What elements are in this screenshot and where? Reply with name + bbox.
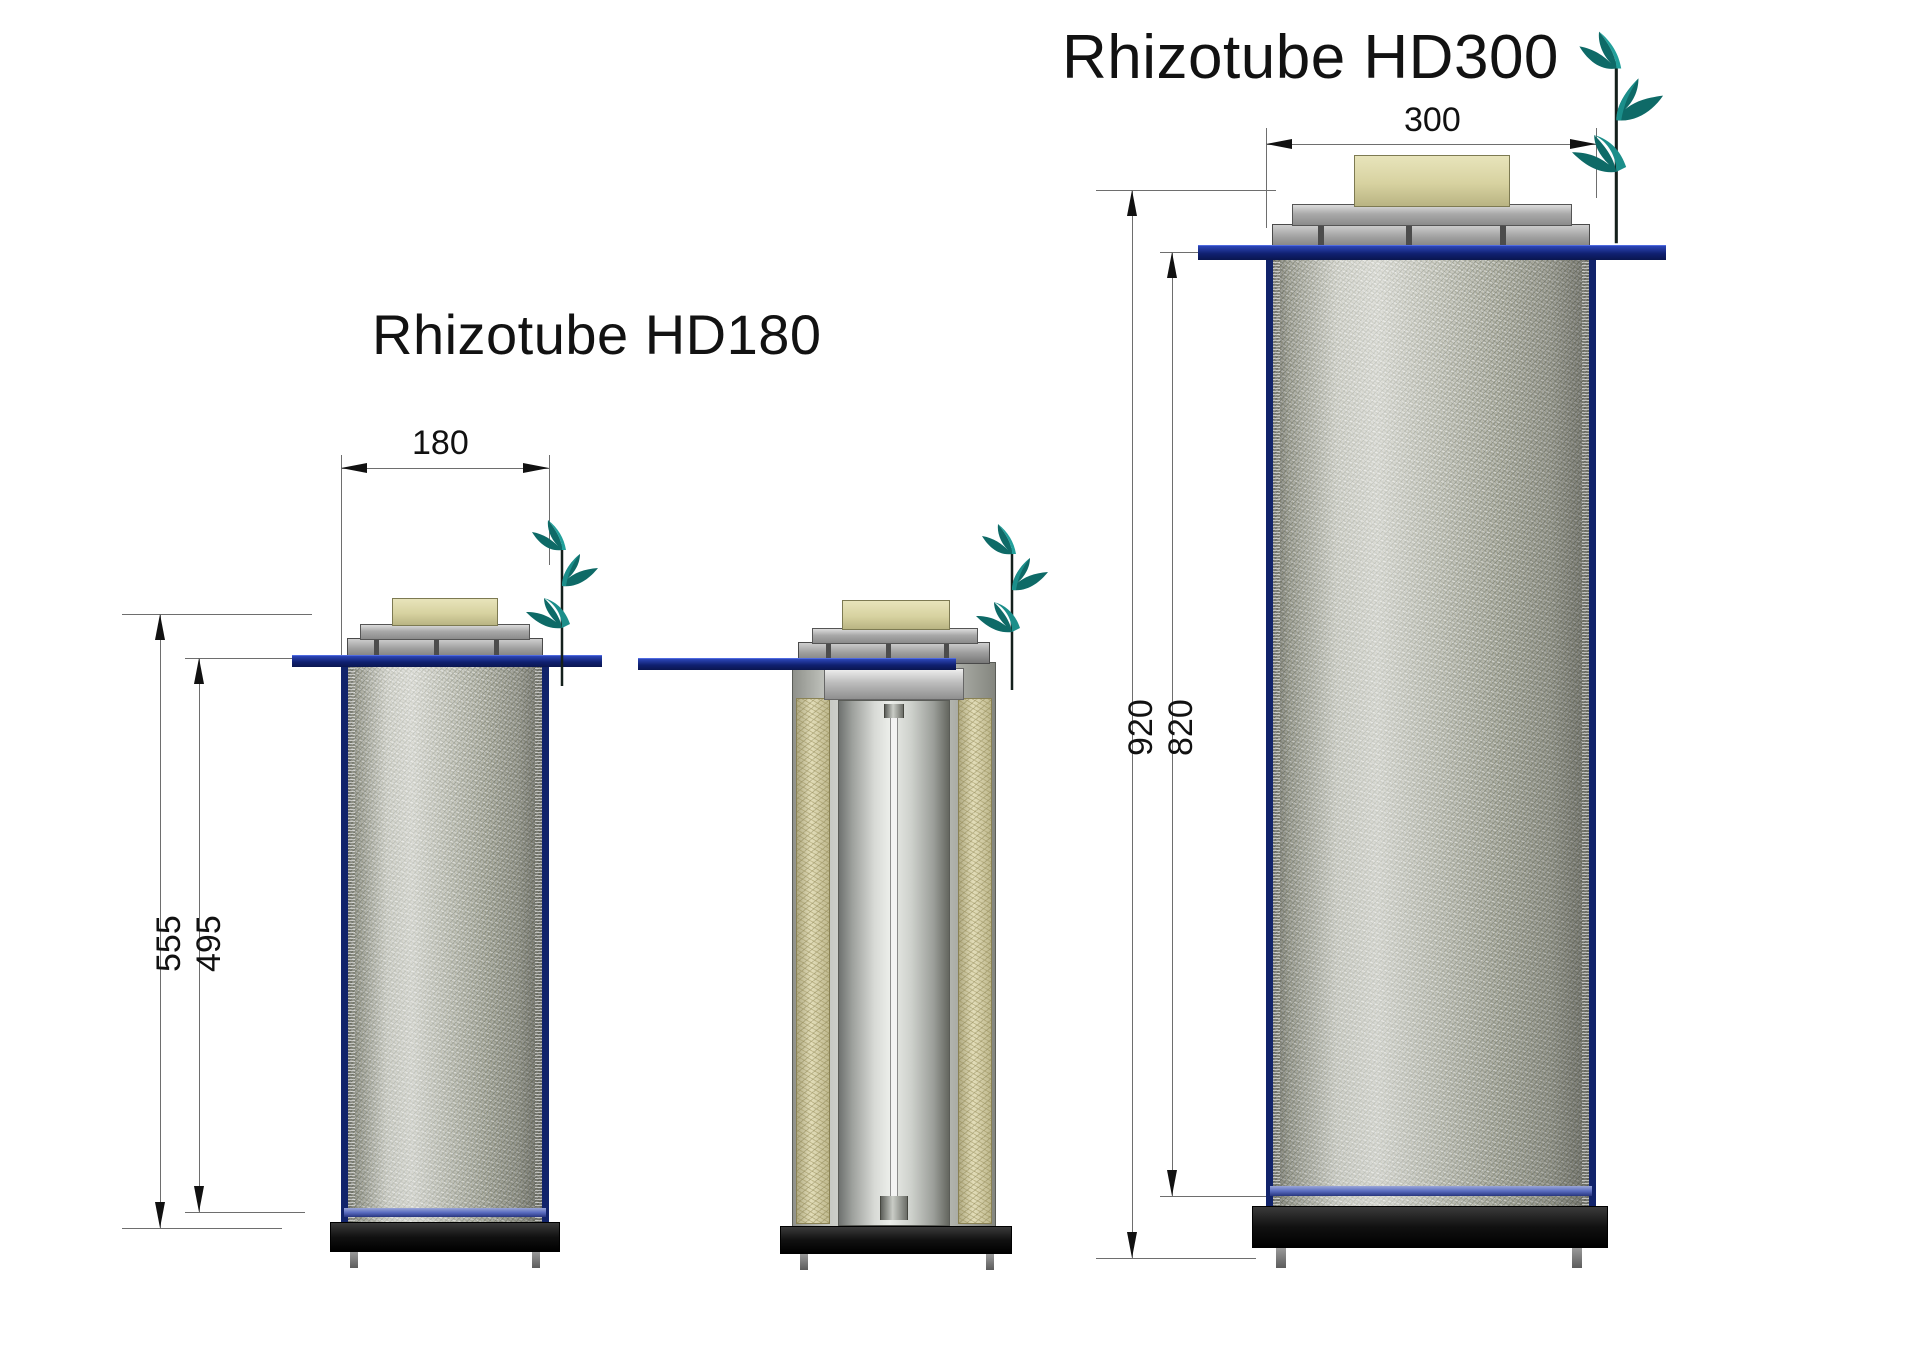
extension-line-bottom [1096,1258,1256,1259]
plant-leaf-icon [976,524,1048,690]
base-plate [1252,1206,1608,1248]
extension-line-right [549,455,550,565]
dimension-arrow-icon [1127,1232,1137,1258]
base-foot-left [350,1252,358,1268]
cap-top [842,600,950,630]
extension-line-top [1096,190,1276,191]
foam-wall-right [958,698,992,1224]
inner-rod-top [884,704,904,718]
mesh-edge-right-icon [535,658,542,1224]
lower-blue-band [1270,1186,1592,1196]
extension-line-bottom [122,1228,282,1229]
mesh-edge-left-icon [1273,250,1280,1208]
extension-line-left [341,455,342,655]
foam-wall-left [796,698,830,1224]
dimension-line [1172,252,1173,1196]
page-title-hd300: Rhizotube HD300 [1062,23,1559,92]
upper-steel-band [824,668,964,700]
dimension-arrow-icon [155,614,165,640]
dimension-arrow-icon [1167,1170,1177,1196]
dimension-label-300: 300 [1404,101,1461,139]
cap-notch [886,644,891,664]
dimension-arrow-icon [341,463,367,473]
cap-notch [494,640,499,660]
dimension-label-820: 820 [1162,699,1200,756]
dimension-label-920: 920 [1122,699,1160,756]
dimension-arrow-icon [1127,190,1137,216]
dimension-arrow-icon [1266,139,1292,149]
cap-notch [1318,226,1324,252]
cap-notch [374,640,379,660]
dimension-arrow-icon [194,658,204,684]
extension-line-top [122,614,312,615]
dimension-label-180: 180 [412,424,469,462]
inner-center-gap [890,712,898,1220]
base-plate [780,1226,1012,1254]
extension-line-top [185,658,315,659]
cap-notch [944,644,949,664]
base-foot-left [800,1254,808,1270]
extension-line-left [1266,128,1267,228]
extension-line-bottom [185,1212,305,1213]
dimension-line [199,658,200,1212]
soil-column-body [1266,250,1596,1208]
dimension-arrow-icon [194,1186,204,1212]
dimension-line [1266,144,1596,145]
dimension-line [1132,190,1133,1258]
dimension-arrow-icon [155,1202,165,1228]
cap-top [392,598,498,626]
support-plate [292,655,602,667]
dimension-label-495: 495 [190,915,228,972]
mesh-edge-right-icon [1582,250,1589,1208]
dimension-arrow-icon [1570,139,1596,149]
extension-line-bottom [1160,1196,1280,1197]
lower-blue-band [344,1208,546,1217]
support-plate [1198,245,1666,260]
base-foot-right [986,1254,994,1270]
dimension-label-555: 555 [150,915,188,972]
dimension-arrow-icon [1167,252,1177,278]
page-title-hd180: Rhizotube HD180 [372,303,822,366]
soil-column-body [341,658,549,1224]
plant-leaf-icon [1572,31,1664,244]
base-foot-right [1572,1248,1582,1268]
support-plate [638,658,956,670]
dimension-line [160,614,161,1228]
base-plate [330,1222,560,1252]
dimension-line [341,468,549,469]
base-foot-left [1276,1248,1286,1268]
cap-notch [1406,226,1412,252]
mesh-edge-left-icon [348,658,355,1224]
cap-notch [826,644,831,664]
base-foot-right [532,1252,540,1268]
cap-notch [434,640,439,660]
dimension-arrow-icon [523,463,549,473]
cap-notch [1500,226,1506,252]
cap-collar [1292,204,1572,226]
plant-leaf-icon [526,520,598,686]
inner-rod-bottom [880,1196,908,1220]
cap-top [1354,155,1510,207]
